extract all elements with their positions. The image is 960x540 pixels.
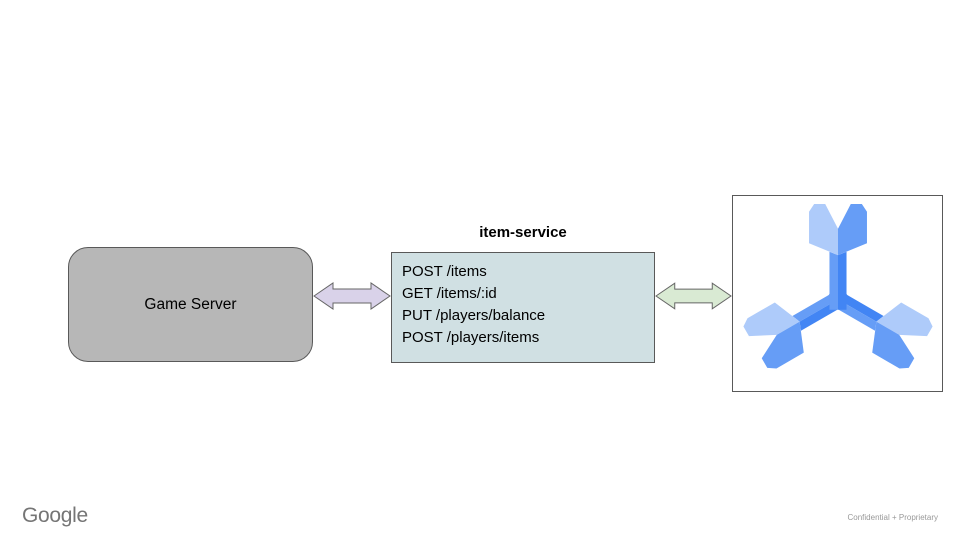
cloud-spanner-icon xyxy=(742,204,933,369)
game-server-node: Game Server xyxy=(68,247,313,362)
endpoint-post-items: POST /items xyxy=(402,263,487,280)
google-logo: Google xyxy=(22,504,88,527)
endpoint-put-balance: PUT /players/balance xyxy=(402,307,546,324)
spanner-arm-face xyxy=(828,251,838,310)
spanner-head-face xyxy=(837,204,867,256)
double-arrow-shape xyxy=(313,282,391,310)
game-server-to-item-service-arrow xyxy=(313,282,391,310)
item-service-node: POST /items GET /items/:id PUT /players/… xyxy=(391,252,655,363)
spanner-head-face xyxy=(742,302,800,337)
endpoint-get-item: GET /items/:id xyxy=(402,285,497,302)
confidentiality-notice: Confidential + Proprietary xyxy=(847,513,939,522)
spanner-node xyxy=(732,195,943,392)
game-server-label: Game Server xyxy=(144,295,237,313)
endpoint-post-player-items: POST /players/items xyxy=(402,329,540,346)
spanner-head-face xyxy=(761,321,804,369)
double-arrow-shape xyxy=(655,282,732,310)
spanner-head-face xyxy=(808,204,838,256)
item-service-title: item-service xyxy=(479,224,567,241)
spanner-head-face xyxy=(871,321,914,369)
spanner-arm-face xyxy=(837,251,847,310)
item-service-to-spanner-arrow xyxy=(655,282,732,310)
spanner-head-face xyxy=(875,302,933,337)
